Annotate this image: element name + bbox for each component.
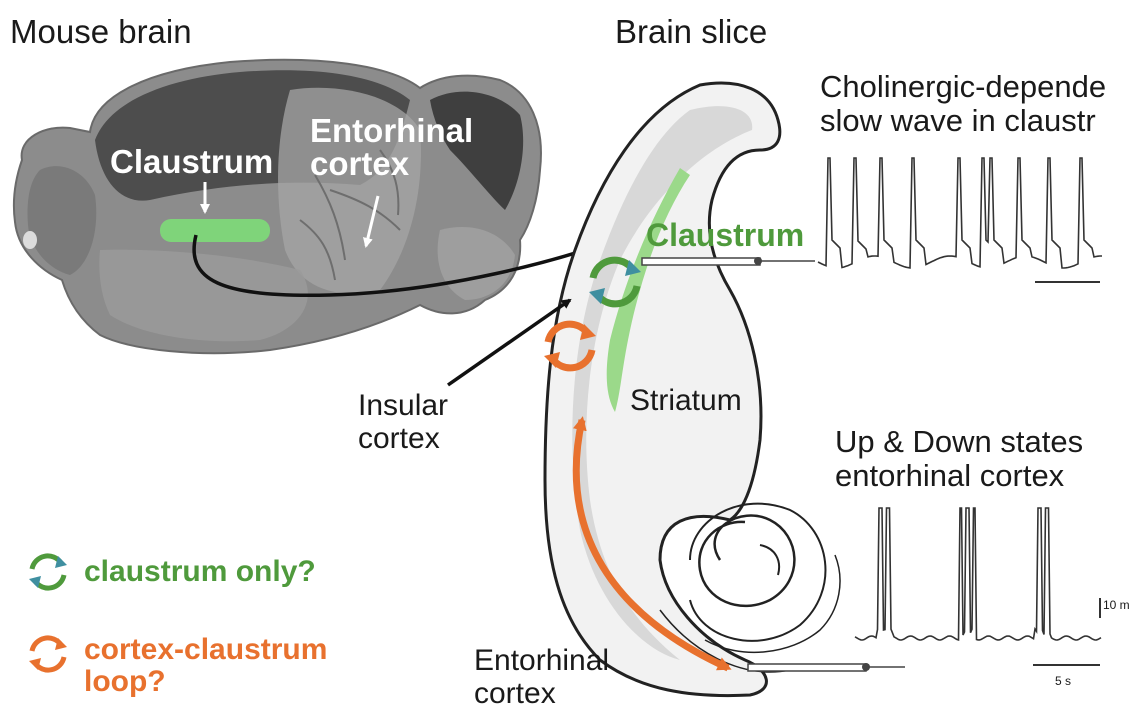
brain-claustrum-label: Claustrum	[110, 144, 273, 180]
legend-claustrum-cycle-icon	[29, 556, 67, 588]
legend-loop-label: cortex-claustrum loop?	[84, 634, 327, 697]
legend-claustrum-only-label: claustrum only?	[84, 555, 316, 588]
slice-entorhinal-label: Entorhinal cortex	[474, 644, 609, 710]
brain-entorhinal-label: Entorhinal cortex	[310, 114, 473, 180]
insular-cortex-label: Insular cortex	[358, 389, 448, 455]
claustrum-highlight	[160, 219, 270, 242]
voltage-scale-label: 10 m	[1103, 599, 1130, 612]
claustrum-electrode	[642, 257, 815, 265]
mouse-brain-title: Mouse brain	[10, 14, 192, 50]
claustrum-recording-title: Cholinergic-depende slow wave in claustr	[820, 70, 1106, 138]
entorhinal-electrode	[748, 663, 905, 671]
legend-loop-cycle-icon	[29, 638, 67, 670]
time-scale-label: 5 s	[1055, 675, 1071, 688]
slice-claustrum-label: Claustrum	[646, 218, 804, 253]
claustrum-slow-wave-trace	[818, 158, 1102, 268]
mouse-brain-render	[14, 60, 541, 353]
entorhinal-recording-title: Up & Down states entorhinal cortex	[835, 425, 1083, 493]
striatum-label: Striatum	[630, 384, 742, 417]
entorhinal-up-down-trace	[855, 508, 1101, 640]
brain-slice-title: Brain slice	[615, 14, 767, 50]
